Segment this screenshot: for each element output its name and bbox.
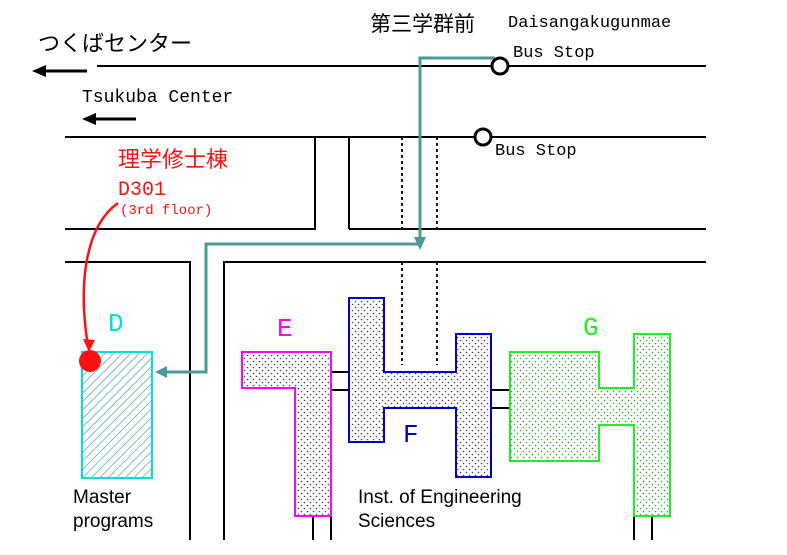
- destination-floor-label: (3rd floor): [120, 203, 213, 219]
- bus-stop-icon[interactable]: [473, 127, 493, 147]
- arrow-left-icon: [82, 113, 136, 125]
- bus-stop-label-bottom: Bus Stop: [495, 142, 577, 161]
- building-f[interactable]: [348, 297, 492, 478]
- building-e[interactable]: [241, 351, 332, 517]
- destination-room-label: D301: [118, 179, 167, 202]
- block-west-outline: [65, 261, 191, 540]
- corridors: [312, 371, 653, 540]
- building-g[interactable]: [509, 333, 671, 517]
- block-left-outline: [65, 136, 316, 230]
- bus-stop-label-top: Bus Stop: [513, 44, 595, 63]
- destination-building-label: 理学修士棟: [118, 148, 229, 173]
- building-f-letter: F: [403, 420, 419, 450]
- destination-pointer: [82, 201, 119, 346]
- block-main-outline: [223, 261, 706, 540]
- roads: [65, 65, 706, 540]
- institute-line1: Inst. of Engineering: [358, 487, 522, 508]
- master-programs-line1: Master: [73, 487, 132, 508]
- direction-label-en: Tsukuba Center: [82, 88, 234, 108]
- building-e-letter: E: [277, 314, 293, 344]
- building-d[interactable]: [81, 351, 153, 479]
- route-arrowhead: [155, 366, 167, 378]
- destination-marker-icon[interactable]: [79, 350, 101, 372]
- bus-stop-icon[interactable]: [490, 56, 510, 76]
- bus-stop-name-en: Daisangakugunmae: [508, 14, 672, 33]
- building-g-letter: G: [583, 313, 599, 343]
- arrow-left-icon: [32, 65, 87, 77]
- building-d-letter: D: [108, 309, 124, 339]
- bus-stop-name-jp: 第三学群前: [370, 12, 475, 36]
- master-programs-line2: programs: [73, 511, 154, 532]
- walking-route: [162, 56, 495, 374]
- direction-label-jp: つくばセンター: [38, 32, 193, 57]
- institute-line2: Sciences: [358, 511, 436, 532]
- walkways: [401, 137, 438, 365]
- route-arrowhead-mid: [414, 237, 426, 250]
